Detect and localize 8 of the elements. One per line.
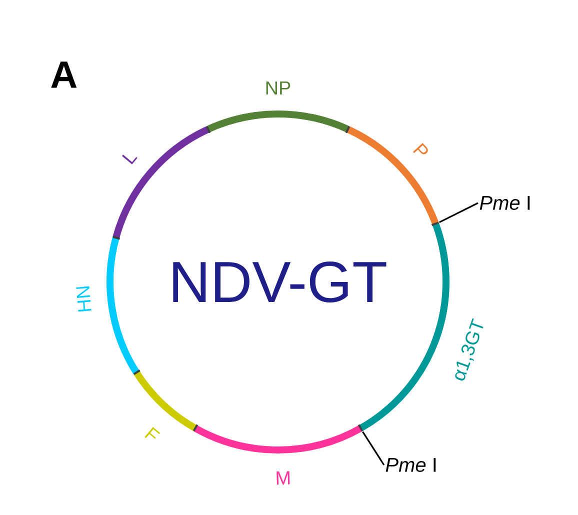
gene-segment: L [112,126,210,239]
panel-letter: A [51,62,77,88]
gene-segment: P [346,126,439,226]
genome-name: NDV-GT [173,261,386,303]
restriction-site-label: Pme I [480,196,530,210]
restriction-site-label: Pme I [386,458,436,472]
leader-line [438,202,478,224]
leader-line [362,431,385,466]
